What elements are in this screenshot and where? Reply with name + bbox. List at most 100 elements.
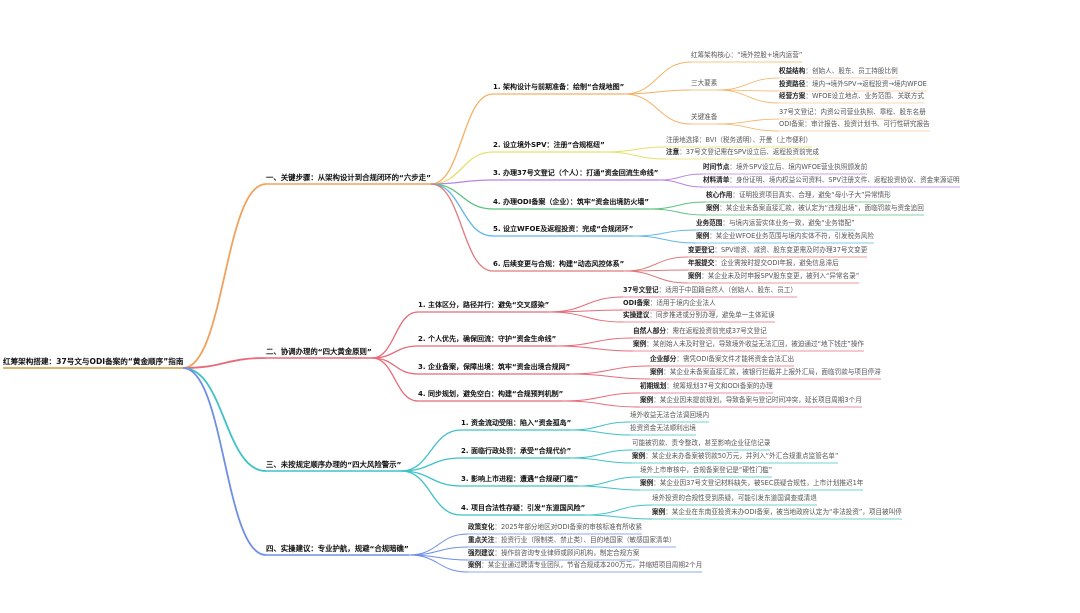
leaf-1-6-2[interactable]: 年报提交：企业需按时提交ODI年报，避免信息滞后	[688, 260, 839, 267]
leaf-2-1-2[interactable]: ODI备案：适用于境内企业法人	[623, 300, 716, 307]
leaf-1-6-3-text: ：某企业未及时申报SPV股东变更，被列入“异常名录”	[701, 272, 860, 280]
leaf-1-6-3[interactable]: 案例：某企业未及时申报SPV股东变更，被列入“异常名录”	[688, 273, 859, 280]
leaf-1-3-2[interactable]: 材料清单：身份证明、境内权益公司资料、SPV注册文件、返程投资协议、资金来源证明	[703, 177, 960, 184]
leaf-1-5-1[interactable]: 业务范围：与境内运营实体业务一致，避免“业务错配”	[696, 220, 855, 227]
leaf-3-4-2[interactable]: 案例：某企业在东南亚投资未办ODI备案，被当地政府认定为“非法投资”，项目被叫停	[652, 509, 902, 516]
leaf-3-4-1[interactable]: 境外投资的合规性受到质疑，可能引发东道国调查或清退	[652, 495, 817, 502]
section-3-topic-1[interactable]: 1. 资金流动受阻：陷入“资金孤岛”	[461, 419, 572, 427]
section-1-topic-1[interactable]: 1. 架构设计与前期准备：绘制“合规地图”	[493, 83, 625, 91]
section-1-topic-6[interactable]: 6. 后续变更与合规：构建“动态风控体系”	[493, 260, 625, 268]
section-1-topic-5[interactable]: 5. 设立WFOE及返程投资：完成“合规闭环”	[493, 225, 634, 233]
leaf-4-3[interactable]: 强烈建议：操作前咨询专业律师或顾问机构，制定合规方案	[468, 550, 639, 557]
leaf-4-4-key: 案例	[468, 561, 482, 569]
leaf-4-2-key: 重点关注	[468, 536, 495, 544]
leaf-2-2-2[interactable]: 案例：某创始人未及时登记，导致境外收益无法汇回，被迫通过“地下钱庄”操作	[633, 341, 864, 348]
leaf-1-4-2[interactable]: 案例：某企业未备案直接汇款，被认定为“违规出境”，面临罚款与资金追回	[706, 205, 924, 212]
leaf-1-4-1-key: 核心作用	[706, 191, 733, 199]
leaf-3-3-2[interactable]: 案例：某企业因37号文登记材料缺失，被SEC质疑合规性，上市计划推迟1年	[640, 480, 863, 487]
leaf-3-2-2-key: 案例	[632, 452, 646, 460]
leaf-2-3-1[interactable]: 企业部分：需凭ODI备案文件才能将资金合法汇出	[650, 356, 794, 363]
subleaf-1-2-1[interactable]: 权益结构：创始人、股东、员工持股比例	[779, 68, 898, 75]
leaf-3-1-2[interactable]: 投资资金无法顺利出境	[630, 425, 696, 432]
leaf-2-1-3[interactable]: 实操建议：同步推进或分别办理，避免单一主体延误	[623, 312, 775, 319]
leaf-3-2-1[interactable]: 可能被罚款、责令整改，甚至影响企业征信记录	[632, 440, 770, 447]
leaf-2-1-1[interactable]: 37号文登记：适用于中国籍自然人（创始人、股东、员工）	[623, 287, 797, 294]
link-subleaf-1-3-2	[716, 123, 780, 132]
leaf-1-6-3-key: 案例	[688, 272, 702, 280]
leaf-2-3-2[interactable]: 案例：某企业未备案直接汇款，被银行拦截并上报外汇局，面临罚款与项目停滞	[650, 369, 881, 376]
link-section-1-topic-6	[430, 183, 494, 272]
leaf-2-4-1-text: ：统筹规划37号文和ODI备案的办理	[666, 382, 773, 390]
subleaf-1-2-2-text: ：境内→境外SPV→返程投资→境内WFOE	[805, 80, 927, 88]
link-leaf-4-4	[408, 554, 469, 573]
leaf-1-2-2-key: 注意	[666, 148, 680, 156]
link-section-2-topic-3	[371, 357, 419, 375]
subleaf-1-3-2[interactable]: ODI备案：审计报告、投资计划书、可行性研究报告	[779, 121, 930, 128]
leaf-3-1-2-text: 投资资金无法顺利出境	[630, 424, 696, 432]
leaf-1-5-2[interactable]: 案例：某企业WFOE业务范围与境内实体不符，引发税务风险	[696, 233, 874, 240]
leaf-1-2-2[interactable]: 注意：37号文登记需在SPV设立后、返程投资前完成	[666, 149, 819, 156]
link-leaf-2-4-1	[562, 392, 641, 402]
leaf-2-3-1-text: ：需凭ODI备案文件才能将资金合法汇出	[676, 355, 795, 363]
leaf-1-1-3[interactable]: 关键准备	[691, 113, 718, 121]
leaf-1-3-1-text: ：境外SPV设立后、境内WFOE营业执照颁发前	[729, 163, 868, 171]
root-topic[interactable]: 红筹架构搭建：37号文与ODI备案的“黄金顺序”指南	[3, 357, 184, 366]
subleaf-1-2-1-key: 权益结构	[779, 67, 806, 75]
leaf-1-1-1[interactable]: 红筹架构核心：“境外控股+境内运营”	[691, 52, 802, 59]
leaf-3-2-2-text: ：某企业未办备案被罚款50万元，并列入“外汇合规重点监管名单”	[645, 452, 839, 460]
link-subleaf-1-2-3	[716, 89, 780, 104]
link-section-1-topic-4	[430, 183, 494, 210]
subleaf-1-2-2[interactable]: 投资路径：境内→境外SPV→返程投资→境内WFOE	[779, 81, 927, 88]
leaf-1-5-2-text: ：某企业WFOE业务范围与境内实体不符，引发税务风险	[709, 232, 874, 240]
leaf-1-4-1[interactable]: 核心作用：证明投资项目真实、合理，避免“母小子大”异常情形	[706, 192, 891, 199]
leaf-1-1-2[interactable]: 三大要素	[691, 79, 718, 87]
link-leaf-1-4-2	[648, 208, 707, 216]
leaf-2-3-1-key: 企业部分	[650, 355, 677, 363]
leaf-4-4[interactable]: 案例：某企业通过聘请专业团队，节省合规成本200万元，并缩短项目周期2个月	[468, 562, 702, 569]
section-3[interactable]: 三、未按规定顺序办理的“四大风险警示”	[266, 460, 402, 469]
section-2[interactable]: 二、协调办理的“四大黄金原则”	[266, 347, 372, 356]
leaf-2-1-1-key: 37号文登记	[623, 286, 659, 294]
section-3-topic-4[interactable]: 4. 项目合法性存疑：引发“东道国风险”	[461, 504, 586, 512]
leaf-2-4-1[interactable]: 初期规划：统筹规划37号文和ODI备案的办理	[640, 383, 773, 390]
leaf-4-3-text: ：操作前咨询专业律师或顾问机构，制定合规方案	[494, 549, 640, 557]
link-section-1-topic-1	[430, 93, 494, 185]
leaf-1-5-1-key: 业务范围	[696, 219, 723, 227]
link-leaf-3-1-2	[570, 429, 631, 436]
leaf-2-4-2-key: 案例	[640, 396, 654, 404]
section-2-topic-2[interactable]: 2. 个人优先，确保回流：守护“资金生命线”	[418, 335, 557, 343]
leaf-3-2-1-text: 可能被罚款、责令整改，甚至影响企业征信记录	[632, 439, 771, 447]
leaf-4-1[interactable]: 政策变化：2025年部分地区对ODI备案的审核标准有所收紧	[468, 524, 642, 531]
section-3-topic-3[interactable]: 3. 影响上市进程：遭遇“合规硬门槛”	[461, 475, 579, 483]
leaf-2-2-2-key: 案例	[633, 340, 647, 348]
section-1[interactable]: 一、关键步骤：从架构设计到合规闭环的“六步走”	[266, 173, 431, 182]
section-1-topic-2[interactable]: 2. 设立境外SPV：注册“合规枢纽”	[493, 141, 605, 149]
subleaf-1-2-3[interactable]: 经营方案：WFOE设立地点、业务范围、关联方式	[779, 93, 924, 100]
section-3-topic-2[interactable]: 2. 面临行政处罚：承受“合规代价”	[461, 447, 572, 455]
section-4[interactable]: 四、实操建议：专业护航，规避“合规暗礁”	[266, 544, 409, 553]
leaf-3-3-1[interactable]: 境外上市审核中，合规备案登记是“硬性门槛”	[640, 467, 772, 474]
leaf-2-2-1[interactable]: 自然人部分：需在返程投资前完成37号文登记	[633, 328, 767, 335]
section-1-topic-3[interactable]: 3. 办理37号文登记（个人）：打通“资金回流生命线”	[493, 169, 659, 177]
leaf-2-2-1-key: 自然人部分	[633, 327, 666, 335]
leaf-2-4-2[interactable]: 案例：某企业因未提前规划，导致备案与登记时间冲突，延长项目周期3个月	[640, 397, 862, 404]
link-leaf-4-1	[408, 533, 469, 556]
leaf-1-2-1-text: 注册地选择：BVI（税务透明）、开曼（上市便利）	[666, 136, 812, 144]
leaf-3-1-1[interactable]: 境外收益无法合法调回境内	[630, 412, 709, 419]
link-section-3-topic-1	[400, 429, 462, 472]
subleaf-1-3-1[interactable]: 37号文登记：内资公司营业执照、章程、股东名册	[779, 109, 926, 116]
subleaf-1-3-2-text: ODI备案：审计报告、投资计划书、可行性研究报告	[779, 120, 930, 128]
link-leaf-1-3-1	[657, 173, 704, 181]
section-2-topic-4[interactable]: 4. 同步规划，避免空白：构建“合规预判机制”	[418, 390, 564, 398]
link-leaf-3-3-1	[577, 476, 641, 487]
section-2-topic-1[interactable]: 1. 主体区分，路径并行：避免“交叉感染”	[418, 301, 550, 309]
leaf-1-6-1[interactable]: 变更登记：SPV增资、减资、股东变更需及时办理37号文变更	[688, 247, 867, 254]
leaf-4-2[interactable]: 重点关注：投资行业（限制类、禁止类）、目的地国家（敏感国家清单）	[468, 537, 676, 544]
leaf-1-3-1[interactable]: 时间节点：境外SPV设立后、境内WFOE营业执照颁发前	[703, 164, 867, 171]
leaf-1-2-1[interactable]: 注册地选择：BVI（税务透明）、开曼（上市便利）	[666, 137, 812, 144]
leaf-3-2-2[interactable]: 案例：某企业未办备案被罚款50万元，并列入“外汇合规重点监管名单”	[632, 453, 838, 460]
section-2-topic-3[interactable]: 3. 企业备案，保障出境：筑牢“资金出境合规网”	[418, 363, 571, 371]
section-1-topic-4[interactable]: 4. 办理ODI备案（企业）：筑牢“资金出境防火墙”	[493, 198, 650, 206]
leaf-1-5-1-text: ：与境内运营实体业务一致，避免“业务错配”	[722, 219, 855, 227]
